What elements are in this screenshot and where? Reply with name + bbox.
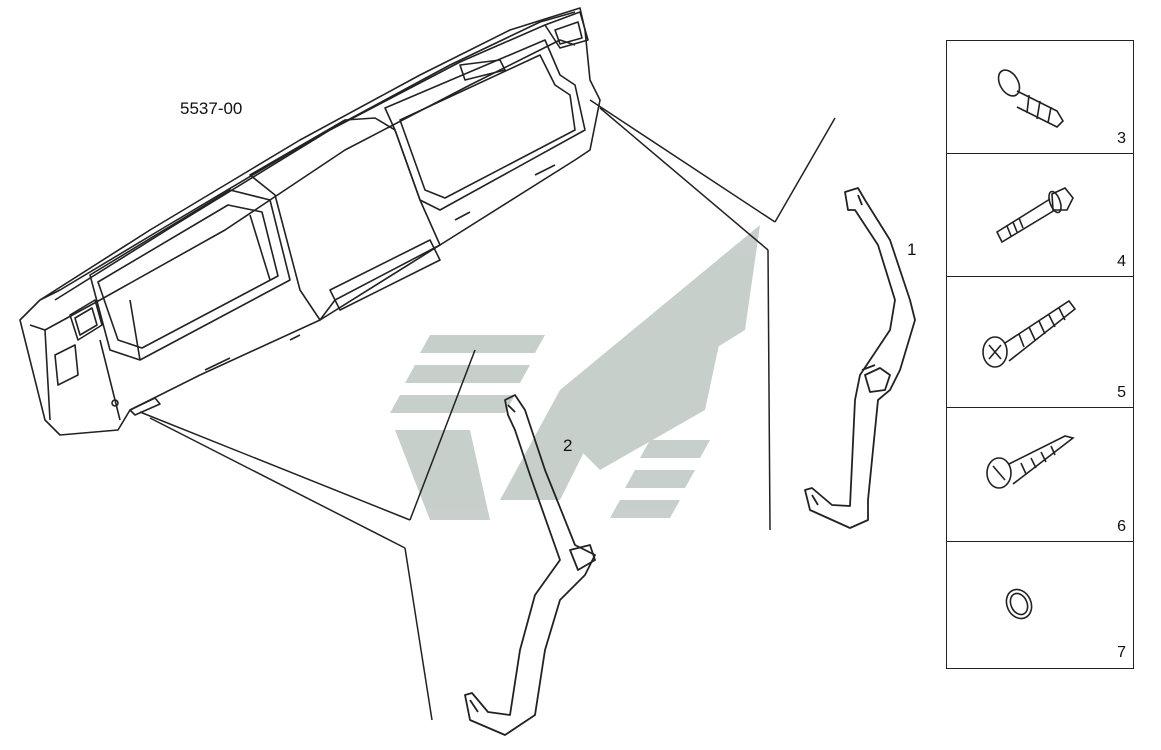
flange-bolt-icon — [995, 187, 1074, 244]
part-cell-7: 7 — [946, 541, 1134, 669]
leader-lines — [139, 99, 836, 721]
part-number-7: 7 — [1117, 644, 1126, 661]
bracket-part-1-drawing — [804, 187, 916, 529]
model-code-label: 5537-00 — [180, 99, 243, 118]
phillips-screw-icon — [982, 299, 1077, 368]
bracket-part-2-drawing — [464, 394, 596, 736]
part-number-5: 5 — [1117, 384, 1126, 401]
plastic-rivet-icon — [997, 69, 1065, 128]
kamaz-logo-watermark-icon — [390, 225, 760, 520]
tapping-screw-icon — [986, 435, 1075, 489]
part-cell-5: 5 — [946, 276, 1134, 409]
part-number-4: 4 — [1117, 253, 1126, 270]
part-cell-3: 3 — [946, 40, 1134, 155]
callout-label-2: 2 — [563, 436, 573, 455]
part-cell-6: 6 — [946, 407, 1134, 543]
part-number-3: 3 — [1117, 130, 1126, 147]
part-number-6: 6 — [1117, 518, 1126, 535]
callout-label-1: 1 — [907, 240, 917, 259]
dashboard-panel-drawing — [19, 7, 601, 436]
washer-ring-icon — [1005, 588, 1033, 620]
part-cell-4: 4 — [946, 153, 1134, 278]
